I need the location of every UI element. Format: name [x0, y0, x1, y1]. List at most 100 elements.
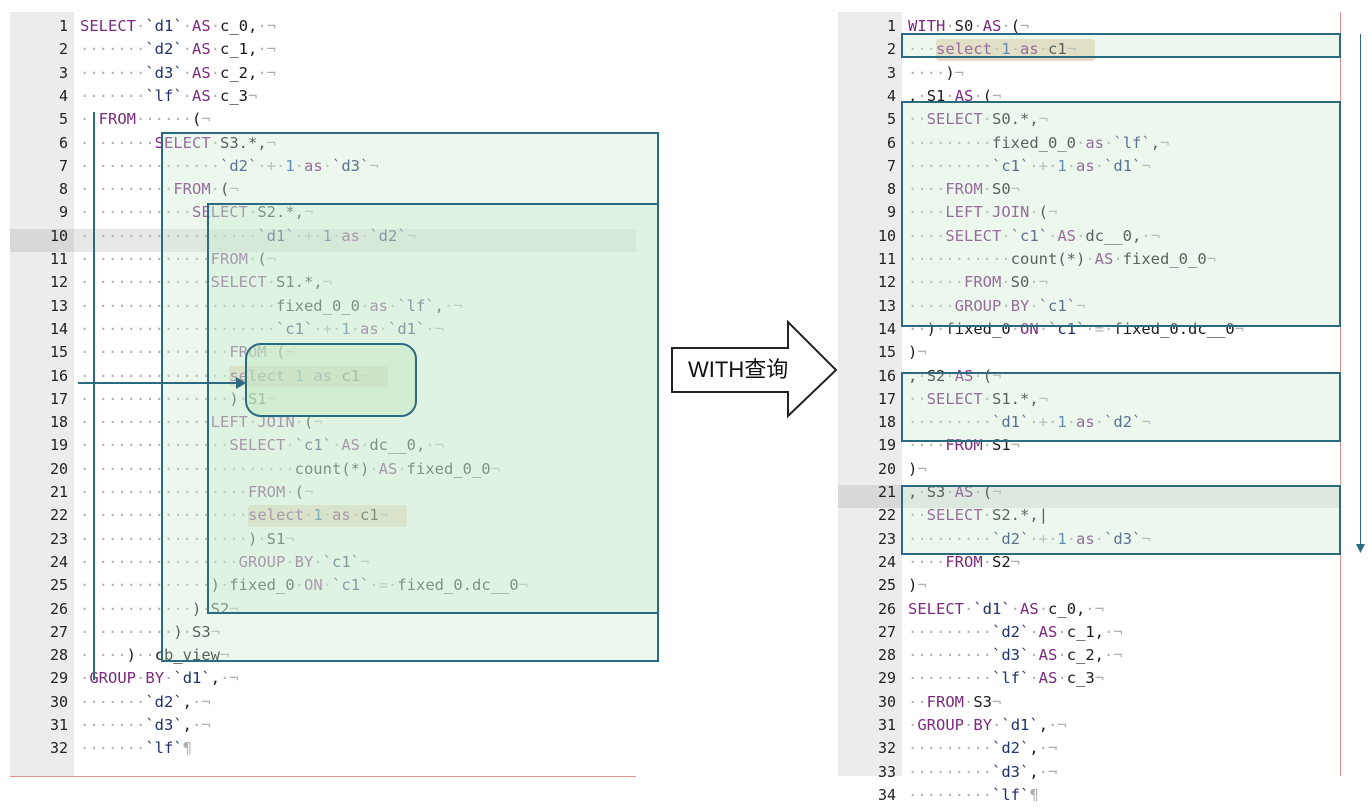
code-line[interactable]: 18··············LEFT·JOIN·(¬ — [10, 411, 636, 434]
code-text: ····FROM·S0¬ — [908, 180, 1021, 199]
code-line[interactable]: 28·····)··cb_view¬ — [10, 644, 636, 667]
code-text: ···········count(*)·AS·fixed_0_0¬ — [908, 250, 1217, 268]
code-line[interactable]: 27·········`d2`·AS·c_1,·¬ — [838, 621, 1340, 644]
code-line[interactable]: 13·····················fixed_0_0·as·`lf`… — [10, 295, 636, 318]
code-line[interactable]: 17··SELECT·S1.*,¬ — [838, 388, 1340, 411]
code-text: )¬ — [908, 576, 927, 595]
code-text: ·········`d1`·+·1·as·`d2`¬ — [908, 413, 1151, 432]
line-number-gutter — [838, 12, 902, 776]
code-line[interactable]: 3·······`d3`·AS·c_2,·¬ — [10, 62, 636, 85]
code-line[interactable]: 30·······`d2`,·¬ — [10, 691, 636, 714]
code-text: ····SELECT·`c1`·AS·dc__0,·¬ — [908, 226, 1161, 245]
code-line[interactable]: 19················SELECT·`c1`·AS·dc__0,·… — [10, 434, 636, 457]
code-line[interactable]: 6········SELECT·S3.*,¬ — [10, 132, 636, 155]
code-text: ··············LEFT·JOIN·(¬ — [80, 413, 323, 432]
code-line[interactable]: 10···················`d1`·+·1·as·`d2`¬ — [10, 225, 636, 248]
code-line[interactable]: 21,·S3·AS·(¬ — [838, 481, 1340, 504]
code-text: ····FROM·S2¬ — [908, 552, 1021, 571]
line-number: 6 — [58, 133, 68, 152]
code-line[interactable]: 13·····GROUP·BY·`c1`¬ — [838, 295, 1340, 318]
code-line[interactable]: 27··········)·S3¬ — [10, 621, 636, 644]
line-number: 22 — [49, 506, 68, 525]
code-line[interactable]: 12··············SELECT·S1.*,¬ — [10, 271, 636, 294]
code-line[interactable]: 10····SELECT·`c1`·AS·dc__0,·¬ — [838, 225, 1340, 248]
code-line[interactable]: 24·················GROUP·BY·`c1`¬ — [10, 551, 636, 574]
code-line[interactable]: 11··············FROM·(¬ — [10, 248, 636, 271]
code-line[interactable]: 16,·S2·AS·(¬ — [838, 365, 1340, 388]
right-arrow-shape — [671, 320, 838, 419]
code-line[interactable]: 12······FROM·S0·¬ — [838, 271, 1340, 294]
code-line[interactable]: 21··················FROM·(¬ — [10, 481, 636, 504]
code-line[interactable]: 5··FROM······(¬ — [10, 108, 636, 131]
arrow-label: WITH查询 — [688, 357, 789, 382]
code-line[interactable]: 4,·S1·AS·(¬ — [838, 85, 1340, 108]
line-number: 3 — [58, 63, 68, 82]
code-line[interactable]: 14·····················`c1`·+·1·as·`d1`·… — [10, 318, 636, 341]
code-line[interactable]: 20·······················count(*)·AS·fix… — [10, 458, 636, 481]
code-text: ·········`c1`·+·1·as·`d1`¬ — [908, 156, 1151, 175]
code-line[interactable]: 31·······`d3`,·¬ — [10, 714, 636, 737]
code-line[interactable]: 3····)¬ — [838, 62, 1340, 85]
code-line[interactable]: 8····FROM·S0¬ — [838, 178, 1340, 201]
code-line[interactable]: 14··)·fixed_0·ON·`c1`·=·fixed_0.dc__0¬ — [838, 318, 1340, 341]
line-number: 3 — [886, 63, 896, 82]
code-line[interactable]: 20)¬ — [838, 458, 1340, 481]
code-line[interactable]: 23··················)·S1¬ — [10, 528, 636, 551]
code-line[interactable]: 23·········`d2`·+·1·as·`d3`¬ — [838, 528, 1340, 551]
code-text: ···················`d1`·+·1·as·`d2`¬ — [80, 226, 417, 245]
code-line[interactable]: 9····LEFT·JOIN·(¬ — [838, 201, 1340, 224]
code-line[interactable]: 32·········`d2`,·¬ — [838, 737, 1340, 760]
code-line[interactable]: 33·········`d3`,·¬ — [838, 761, 1340, 784]
s3-cte-box — [901, 485, 1341, 555]
code-text: ·······`lf`¶ — [80, 739, 192, 758]
code-line[interactable]: 32 ·······`lf`¶ — [10, 737, 636, 760]
code-text: ·····················`c1`·+·1·as·`d1`·¬ — [80, 319, 444, 338]
code-text: ·GROUP·BY·`d1`,·¬ — [908, 716, 1067, 734]
code-text: ···select·1·as·c1¬ — [908, 40, 1077, 59]
code-line[interactable]: 2···select·1·as·c1¬ — [838, 38, 1340, 61]
line-number: 5 — [886, 110, 896, 129]
code-line[interactable]: 22··················select·1·as·c1¬ — [10, 504, 636, 527]
code-line[interactable]: 9············SELECT·S2.*,¬ — [10, 201, 636, 224]
code-line[interactable]: 25)¬ — [838, 574, 1340, 597]
code-text: ·······`d2`·AS·c_1,·¬ — [80, 40, 277, 59]
code-line[interactable]: 11 ···········count(*)·AS·fixed_0_0¬ — [838, 248, 1340, 271]
code-line[interactable]: 22··SELECT·S2.*,| — [838, 504, 1340, 527]
line-number: 12 — [49, 273, 68, 292]
code-line[interactable]: 30··FROM·S3¬ — [838, 691, 1340, 714]
code-line[interactable]: 29·GROUP·BY·`d1`,·¬ — [10, 667, 636, 690]
line-number: 11 — [877, 250, 896, 268]
line-number: 9 — [886, 203, 896, 222]
from-bracket-line — [93, 112, 95, 680]
line-number: 1 — [886, 17, 896, 35]
code-line[interactable]: 5··SELECT·S0.*,¬ — [838, 108, 1340, 131]
code-line[interactable]: 24····FROM·S2¬ — [838, 551, 1340, 574]
code-line[interactable]: 4·······`lf`·AS·c_3¬ — [10, 85, 636, 108]
code-line[interactable]: 18·········`d1`·+·1·as·`d2`¬ — [838, 411, 1340, 434]
line-number: 32 — [49, 739, 68, 758]
line-number: 28 — [877, 646, 896, 665]
code-line[interactable]: 34·········`lf`¶ — [838, 784, 1340, 807]
code-line[interactable]: 28·········`d3`·AS·c_2,·¬ — [838, 644, 1340, 667]
code-line[interactable]: 25··············)·fixed_0·ON·`c1`·=·fixe… — [10, 574, 636, 597]
code-line[interactable]: 7···············`d2`·+·1·as·`d3`¬ — [10, 155, 636, 178]
line-number: 26 — [877, 599, 896, 618]
code-line[interactable]: 15)¬ — [838, 341, 1340, 364]
line-number: 17 — [49, 389, 68, 408]
code-line[interactable]: 7 ·········`c1`·+·1·as·`d1`¬ — [838, 155, 1340, 178]
code-line[interactable]: 2·······`d2`·AS·c_1,·¬ — [10, 38, 636, 61]
line-number: 7 — [886, 156, 896, 175]
code-line[interactable]: 29·········`lf`·AS·c_3¬ — [838, 667, 1340, 690]
line-number: 8 — [58, 180, 68, 199]
code-line[interactable]: 26············)·S2¬ — [10, 598, 636, 621]
code-line[interactable]: 31·GROUP·BY·`d1`,·¬ — [838, 714, 1340, 737]
code-text: ··················FROM·(¬ — [80, 483, 314, 501]
code-line[interactable]: 6·········fixed_0_0·as·`lf`,¬ — [838, 132, 1340, 155]
code-line[interactable]: 8··········FROM·(¬ — [10, 178, 636, 201]
line-number: 9 — [58, 203, 68, 222]
